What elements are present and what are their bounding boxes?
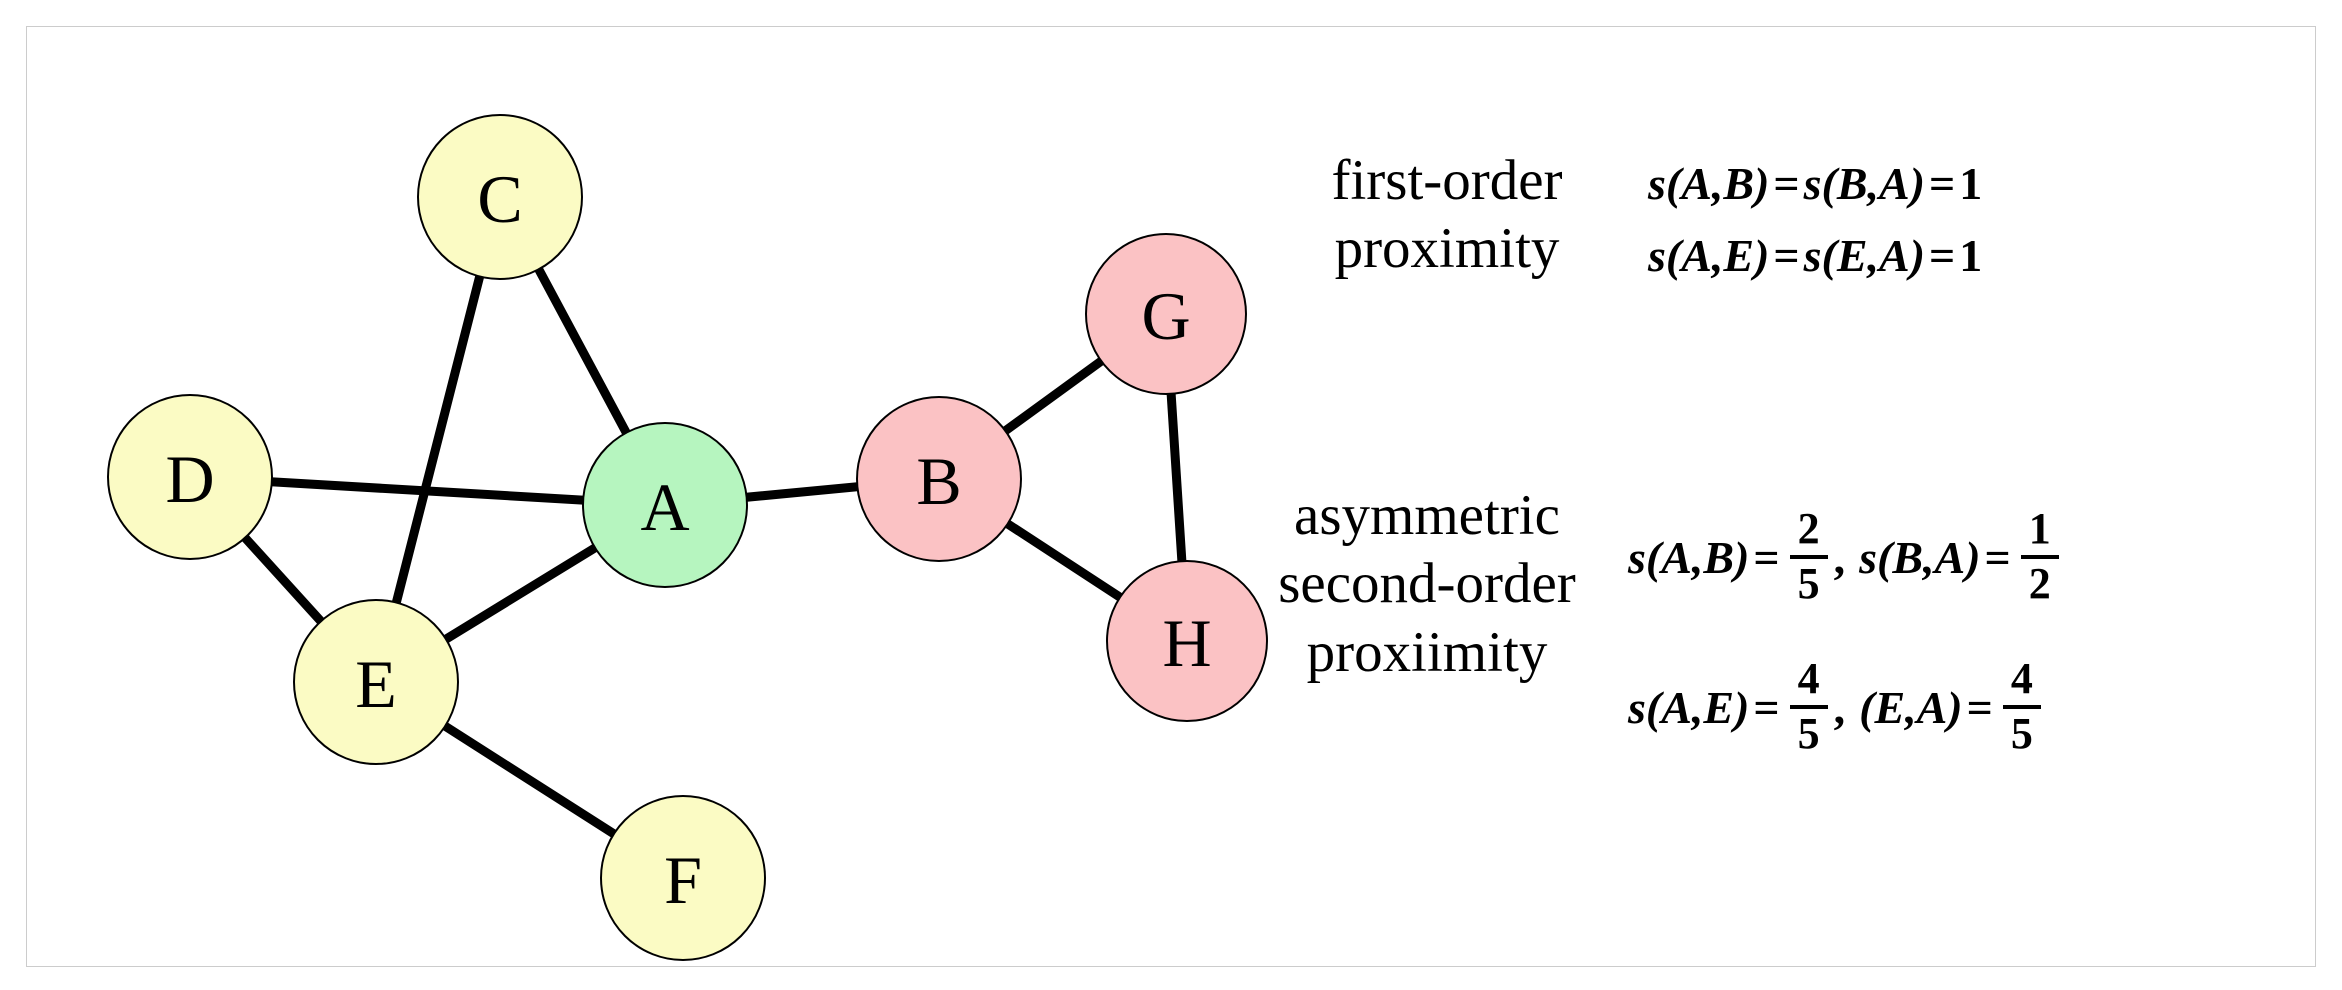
first-order-formula-list: s(A,B) = s(B,A) = 1 s(A,E) = s(E,A) = 1 <box>1648 147 1982 291</box>
fo1-eq1: = <box>1773 157 1800 209</box>
fo1-term1: s(A,B) <box>1648 157 1770 209</box>
node-circle-H[interactable] <box>1106 560 1268 722</box>
so1-term2-fraction: 1 2 <box>2020 504 2059 608</box>
node-circle-D[interactable] <box>107 394 273 560</box>
second-order-formula-2: s(A,E) = 4 5 , (E,A) = 4 5 <box>1628 632 2065 782</box>
node-label-E: E <box>355 646 397 722</box>
so2-term1-fraction: 4 5 <box>1789 654 1828 758</box>
second-order-caption-line-1: asymmetric <box>1294 484 1560 547</box>
node-circle-G[interactable] <box>1085 233 1247 395</box>
graph-panel: A B C D E <box>27 27 1287 968</box>
node-label-B: B <box>916 443 961 519</box>
fo1-eq2: = <box>1929 157 1956 209</box>
so2-term1-label: s(A,E) <box>1628 681 1750 733</box>
fo2-value: 1 <box>1959 229 1983 281</box>
graph-diagram: A B C D E <box>107 114 1268 961</box>
so2-term2-denominator: 5 <box>2010 709 2033 758</box>
node-circle-C[interactable] <box>417 114 583 280</box>
second-order-caption-line-3: proxiimity <box>1306 620 1548 684</box>
graph-node-F[interactable]: F <box>600 795 766 961</box>
so2-term1-denominator: 5 <box>1797 709 1820 758</box>
graph-node-H[interactable]: H <box>1106 560 1268 722</box>
node-label-A: A <box>640 469 689 545</box>
first-order-formula-1: s(A,B) = s(B,A) = 1 <box>1648 147 1982 219</box>
first-order-formula-2: s(A,E) = s(E,A) = 1 <box>1648 219 1982 291</box>
so1-term1-denominator: 5 <box>1797 559 1820 608</box>
node-label-D: D <box>165 441 214 517</box>
graph-node-D[interactable]: D <box>107 394 273 560</box>
node-label-H: H <box>1162 605 1211 681</box>
so2-separator: , <box>1833 681 1846 733</box>
first-order-caption-line-2: proximity <box>1334 217 1560 281</box>
so1-term2-eq: = <box>1984 531 2011 583</box>
second-order-caption: asymmetric second-order proxiimity <box>1262 482 1592 687</box>
fo2-term2: s(E,A) <box>1803 229 1926 281</box>
so1-term1-fraction: 2 5 <box>1789 504 1828 608</box>
graph-node-E[interactable]: E <box>293 599 459 765</box>
fo1-value: 1 <box>1959 157 1983 209</box>
node-label-F: F <box>664 842 702 918</box>
node-circle-E[interactable] <box>293 599 459 765</box>
fo1-term2: s(B,A) <box>1803 157 1926 209</box>
edge-C-E <box>371 192 505 687</box>
so1-term2-label: s(B,A) <box>1859 531 1981 583</box>
so1-term2-denominator: 2 <box>2028 559 2051 608</box>
node-label-C: C <box>477 161 522 237</box>
second-order-caption-line-2: second-order <box>1278 552 1576 616</box>
first-order-proximity-block: first-order proximity s(A,B) = s(B,A) = … <box>1282 147 1982 291</box>
second-order-proximity-block: asymmetric second-order proxiimity s(A,B… <box>1262 482 2065 782</box>
so2-term1-eq: = <box>1753 681 1780 733</box>
so2-term1-fraction-bar <box>1789 705 1828 709</box>
so2-term2-label: (E,A) <box>1859 681 1963 733</box>
node-circle-F[interactable] <box>600 795 766 961</box>
first-order-caption-line-1: first-order <box>1331 149 1563 212</box>
so2-term2-fraction-bar <box>2002 705 2041 709</box>
node-circle-A[interactable] <box>582 422 748 588</box>
graph-node-A[interactable]: A <box>582 422 748 588</box>
fo2-eq2: = <box>1929 229 1956 281</box>
fo2-eq1: = <box>1773 229 1800 281</box>
second-order-formula-list: s(A,B) = 2 5 , s(B,A) = 1 2 <box>1628 482 2065 782</box>
node-label-G: G <box>1141 278 1190 354</box>
node-layer: A B C D E <box>107 114 1268 961</box>
second-order-formula-1: s(A,B) = 2 5 , s(B,A) = 1 2 <box>1628 482 2065 632</box>
so2-term2-fraction: 4 5 <box>2002 654 2041 758</box>
so1-term1-numerator: 2 <box>1797 504 1820 554</box>
fo2-term1: s(A,E) <box>1648 229 1770 281</box>
so2-term1-numerator: 4 <box>1797 654 1820 704</box>
graph-node-G[interactable]: G <box>1085 233 1247 395</box>
graph-node-B[interactable]: B <box>856 396 1022 562</box>
legend-panel: first-order proximity s(A,B) = s(B,A) = … <box>1278 27 2317 968</box>
so1-term1-label: s(A,B) <box>1628 531 1750 583</box>
so2-term2-eq: = <box>1966 681 1993 733</box>
graph-node-C[interactable]: C <box>417 114 583 280</box>
node-circle-B[interactable] <box>856 396 1022 562</box>
so2-term2-numerator: 4 <box>2010 654 2033 704</box>
so1-term2-numerator: 1 <box>2028 504 2051 554</box>
first-order-caption: first-order proximity <box>1282 147 1612 284</box>
so1-term1-eq: = <box>1753 531 1780 583</box>
figure-frame: A B C D E <box>26 26 2316 967</box>
so1-term1-fraction-bar <box>1789 555 1828 559</box>
so1-term2-fraction-bar <box>2020 555 2059 559</box>
so1-separator: , <box>1833 531 1846 583</box>
